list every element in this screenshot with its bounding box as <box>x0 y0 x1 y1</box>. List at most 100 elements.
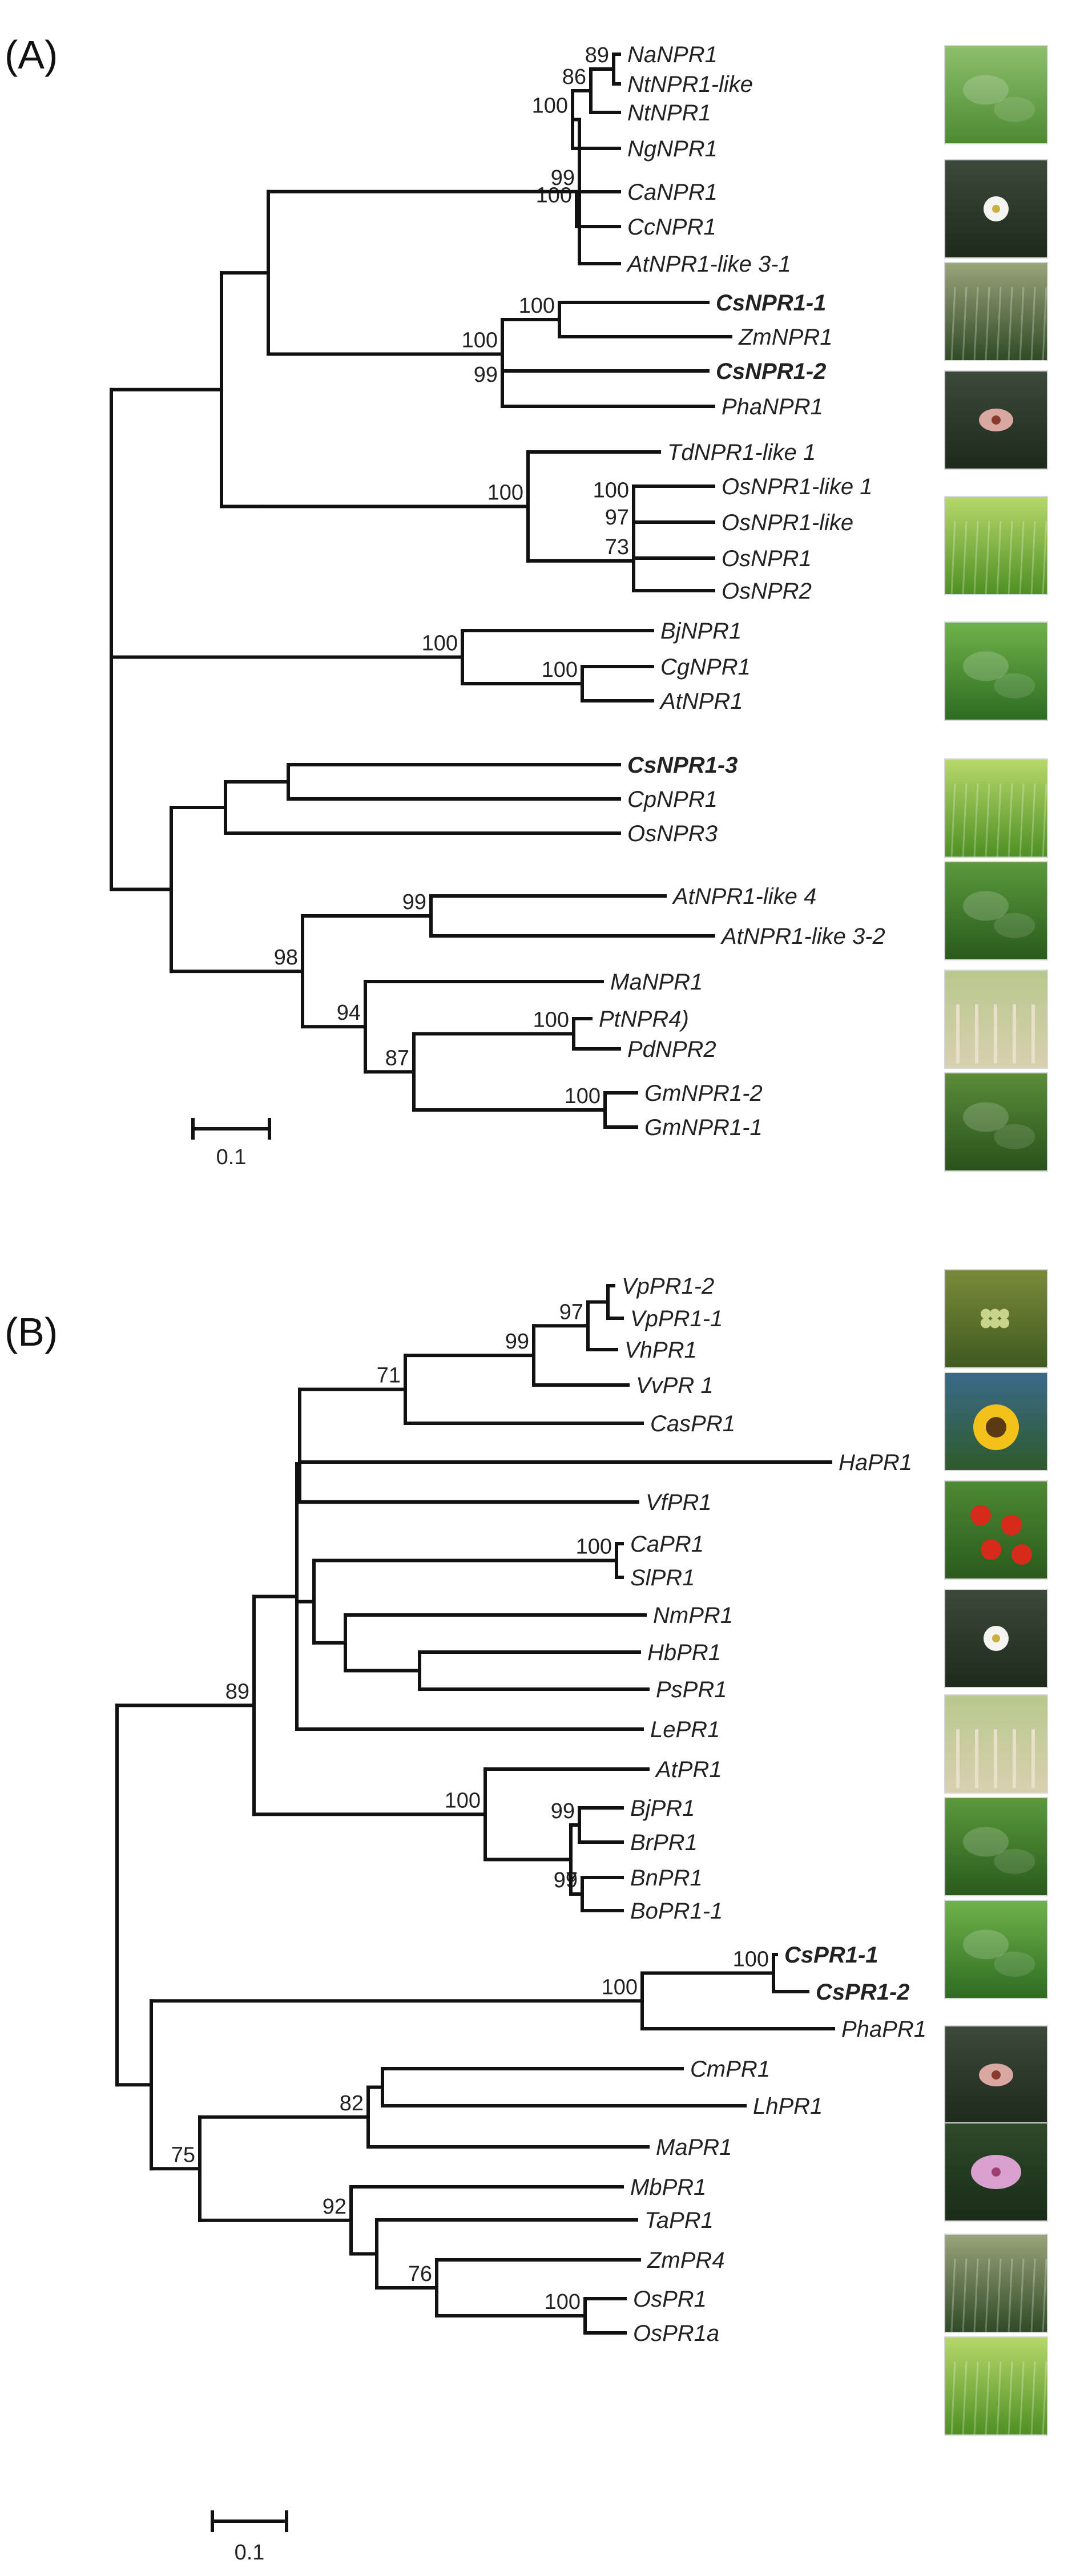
bootstrap-value: 99 <box>505 1330 529 1354</box>
bootstrap-value: 100 <box>536 184 572 208</box>
bootstrap-value: 99 <box>474 363 498 387</box>
bootstrap-value: 100 <box>733 1948 769 1972</box>
taxon-label: ZmPR4 <box>647 2248 725 2273</box>
taxon-label: CsPR1-1 <box>784 1943 878 1968</box>
bootstrap-value: 99 <box>551 1799 575 1823</box>
bootstrap-value: 100 <box>545 2290 581 2314</box>
bootstrap-value: 100 <box>593 479 629 503</box>
taxon-label: OsPR1 <box>633 2287 707 2312</box>
taxon-label: PtNPR4) <box>599 1007 689 1032</box>
taxon-label: BjNPR1 <box>660 619 742 644</box>
bootstrap-value: 100 <box>445 1788 481 1812</box>
taxon-label: TaPR1 <box>644 2208 714 2233</box>
orchid-flower-photo <box>944 370 1048 470</box>
scale-bar-b-label: 0.1 <box>235 2541 265 2565</box>
panel-a-label: (A) <box>5 33 58 77</box>
tobacco-leaves-photo <box>944 45 1048 144</box>
scale-bar-b: 0.1 <box>211 2510 288 2565</box>
brassica-leaves-photo <box>944 1900 1048 1999</box>
taxon-label: CsNPR1-2 <box>716 359 826 384</box>
taxon-label: TdNPR1-like 1 <box>667 440 816 465</box>
bootstrap-value: 100 <box>462 329 498 353</box>
bootstrap-value: 97 <box>559 1300 583 1324</box>
taxon-label: MaNPR1 <box>610 970 703 995</box>
taxon-label: LePR1 <box>650 1717 720 1742</box>
taxon-label: CcNPR1 <box>627 215 716 240</box>
taxon-label: AtNPR1-like 4 <box>672 884 816 909</box>
taxon-label: VpPR1-1 <box>630 1306 723 1331</box>
bootstrap-value: 82 <box>340 2092 364 2115</box>
taxon-label: BjPR1 <box>630 1796 695 1821</box>
bootstrap-value: 99 <box>551 166 575 190</box>
bootstrap-value: 100 <box>533 1008 569 1032</box>
bootstrap-value: 97 <box>605 506 629 530</box>
scale-bar-a-label: 0.1 <box>216 1145 247 1169</box>
taxon-label: VvPR 1 <box>636 1373 714 1398</box>
bootstrap-value: 99 <box>554 1868 578 1892</box>
taxon-label: SlPR1 <box>630 1565 695 1590</box>
bootstrap-value: 100 <box>565 1084 601 1108</box>
arabidopsis-leaves-photo <box>944 861 1048 960</box>
taxon-label: CmPR1 <box>690 2057 770 2082</box>
taxon-label: MbPR1 <box>630 2175 706 2200</box>
taxon-label: GmNPR1-2 <box>644 1081 763 1106</box>
taxon-label: OsNPR1-like 1 <box>722 474 873 499</box>
soybean-pods-photo <box>944 1072 1048 1172</box>
bootstrap-value: 76 <box>408 2262 432 2286</box>
bootstrap-value: 92 <box>323 2195 346 2219</box>
bootstrap-value: 100 <box>602 1975 638 1999</box>
photo-column-b <box>944 1269 1048 2436</box>
rice-field-photo <box>944 2336 1048 2436</box>
scale-bar-a: 0.1 <box>191 1118 271 1169</box>
taxon-label: CsNPR1-3 <box>627 753 738 778</box>
white-flower-photo <box>944 159 1048 259</box>
taxon-label: PdNPR2 <box>627 1037 716 1062</box>
taxon-label: NtNPR1-like <box>627 72 753 97</box>
taxon-label: CsNPR1-1 <box>716 290 826 316</box>
taxon-label: CaNPR1 <box>627 180 718 205</box>
taxon-label: VhPR1 <box>624 1338 697 1363</box>
taxon-label: GmNPR1-1 <box>644 1115 763 1140</box>
rice-field-photo <box>944 496 1048 595</box>
taxon-label: CgNPR1 <box>660 655 751 680</box>
bootstrap-value: 100 <box>532 94 568 118</box>
taxon-label: CaPR1 <box>630 1532 704 1557</box>
brassica-leaves-photo <box>944 621 1048 721</box>
taxon-label: CasPR1 <box>650 1411 735 1436</box>
lily-flower-photo <box>944 2122 1048 2222</box>
arabidopsis-leaves-photo <box>944 1797 1048 1896</box>
orchid-flower-photo <box>944 2025 1048 2125</box>
poplar-trees-photo <box>944 1694 1048 1794</box>
taxon-label: OsNPR2 <box>722 579 812 604</box>
taxon-label: OsPR1a <box>633 2321 719 2346</box>
bootstrap-value: 97 <box>554 1868 578 1892</box>
taxon-label: PhaPR1 <box>841 2017 926 2042</box>
taxon-label: VfPR1 <box>646 1490 712 1515</box>
bootstrap-value: 89 <box>225 1679 249 1703</box>
taxon-label: AtNPR1-like 3-1 <box>626 252 791 277</box>
bootstrap-value: 99 <box>402 890 426 914</box>
bootstrap-value: 89 <box>585 43 609 67</box>
bootstrap-value: 75 <box>171 2143 195 2167</box>
maize-plant-photo <box>944 262 1048 361</box>
bootstrap-value: 87 <box>385 1046 409 1070</box>
taxon-label: OsNPR3 <box>627 821 718 846</box>
taxon-label: OsNPR1-like <box>722 510 853 535</box>
bootstrap-value: 94 <box>337 1001 361 1025</box>
grapes-photo <box>944 1269 1048 1368</box>
taxon-label: AtPR1 <box>655 1757 722 1782</box>
maize-plant-photo <box>944 2234 1048 2333</box>
taxon-label: NmPR1 <box>653 1603 733 1628</box>
taxon-label: PhaNPR1 <box>722 394 823 419</box>
taxon-label: OsNPR1 <box>722 546 812 571</box>
taxon-label: BrPR1 <box>630 1830 698 1855</box>
panel-b-label: (B) <box>5 1310 58 1354</box>
bootstrap-value: 73 <box>605 535 629 559</box>
taxon-label: LhPR1 <box>753 2094 823 2119</box>
bootstrap-value: 86 <box>562 65 586 89</box>
taxon-label: HbPR1 <box>647 1640 721 1665</box>
bootstrap-value: 100 <box>422 632 458 656</box>
sunflower-photo <box>944 1372 1048 1471</box>
